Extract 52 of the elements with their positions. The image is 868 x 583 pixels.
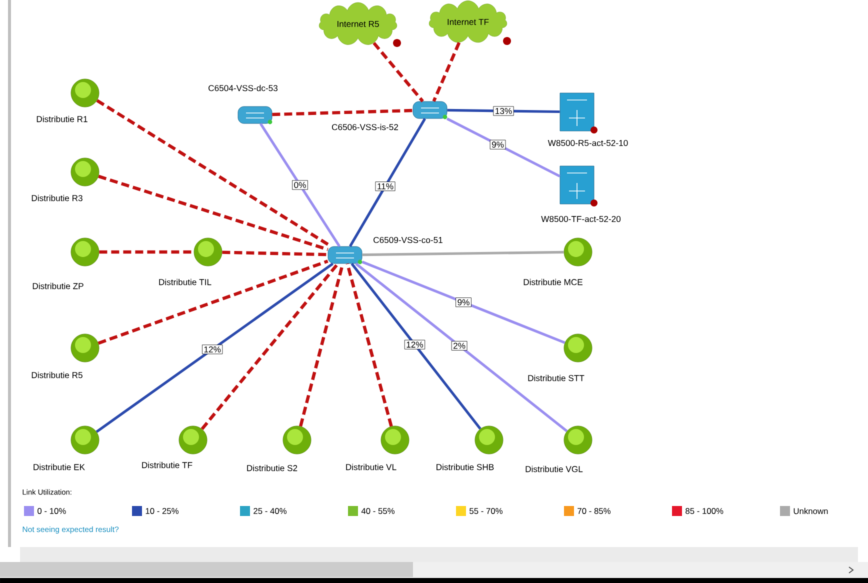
node-label: Distributie R5 [32, 372, 82, 378]
edge-label: 9% [456, 298, 472, 308]
node-label: Distributie STT [528, 374, 584, 382]
node-label: Distributie EK [34, 464, 85, 470]
link-line [346, 263, 393, 427]
node-label: Distributie R3 [32, 194, 82, 202]
legend-item: 25 - 40% [240, 506, 287, 516]
link-line [372, 42, 424, 102]
link-line [200, 262, 340, 430]
node-label: Distributie S2 [247, 464, 298, 472]
link-line [348, 118, 426, 247]
edge-label: 11% [375, 182, 396, 192]
link-line [362, 260, 566, 344]
link-line [350, 262, 482, 430]
node-label: C6504-VSS-dc-53 [208, 84, 278, 92]
edge-label: 12% [404, 340, 426, 350]
node-label: Distributie R1 [36, 116, 88, 122]
link-line [272, 108, 413, 116]
node-label: Distributie VGL [526, 466, 583, 472]
link-line [222, 250, 328, 256]
node-label: Distributie SHB [436, 464, 494, 470]
link-line [446, 118, 560, 178]
node-label: Distributie TIL [159, 278, 212, 286]
edge-label: 9% [490, 140, 506, 150]
link-line [96, 262, 334, 433]
edge-label: 2% [451, 341, 468, 350]
legend-item: 55 - 70% [456, 506, 502, 516]
edge-label: 13% [493, 106, 514, 116]
edge-label: 12% [202, 344, 223, 354]
link-line [98, 260, 328, 345]
link-line [99, 250, 194, 254]
link-line [447, 108, 560, 114]
link-line [362, 250, 564, 256]
link-line [432, 42, 461, 102]
link-line [260, 123, 340, 247]
legend-item: 85 - 100% [672, 506, 724, 516]
node-label: W8500-R5-act-52-10 [548, 140, 628, 146]
legend-item: Unknown [780, 506, 828, 516]
node-label: Distributie MCE [524, 278, 582, 286]
legend-item: 0 - 10% [24, 506, 66, 516]
legend-item: 70 - 85% [564, 506, 610, 516]
node-label: Distributie ZP [32, 282, 84, 290]
node-label: Distributie VL [346, 464, 396, 470]
node-label: Distributie TF [142, 462, 192, 468]
legend-item: 10 - 25% [132, 506, 179, 516]
node-label: C6506-VSS-is-52 [332, 124, 398, 130]
link-line [355, 262, 568, 432]
node-label: C6509-VSS-co-51 [374, 236, 442, 244]
edge-label: 0% [292, 180, 308, 190]
node-label: W8500-TF-act-52-20 [541, 216, 621, 222]
legend-item: 40 - 55% [348, 506, 394, 516]
link-line [98, 174, 328, 252]
